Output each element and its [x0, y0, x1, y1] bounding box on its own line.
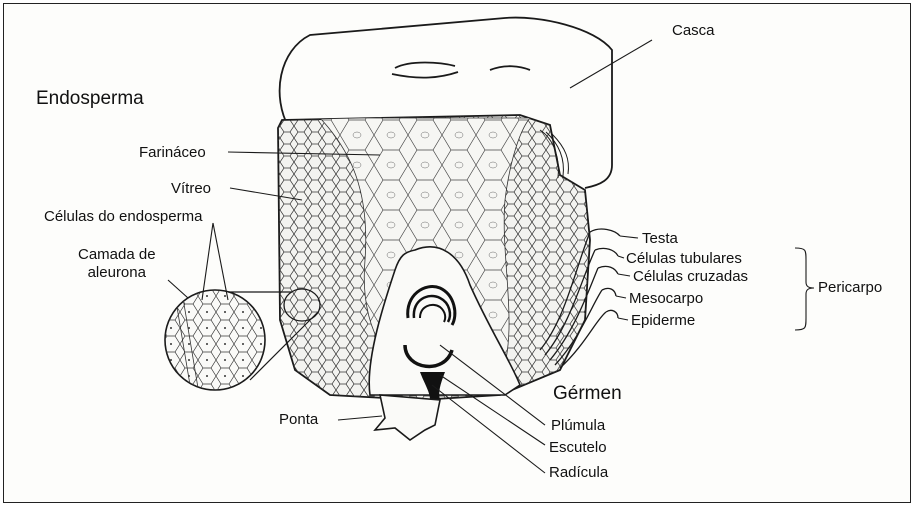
- leader-aleurona: [168, 280, 188, 298]
- leader-epiderme: [618, 318, 628, 320]
- label-endosperma: Endosperma: [36, 88, 144, 110]
- label-escutelo: Escutelo: [549, 439, 607, 457]
- label-casca: Casca: [672, 22, 715, 40]
- leader-tubulares: [618, 256, 624, 258]
- leader-radicula: [432, 385, 545, 473]
- leader-ponta: [338, 416, 382, 420]
- label-farinaceo: Farináceo: [139, 144, 206, 162]
- label-vitreo: Vítreo: [171, 180, 211, 198]
- leader-mesocarpo: [616, 296, 626, 298]
- label-germen: Gérmen: [553, 383, 622, 405]
- label-celulas-endosperma: Células do endosperma: [44, 208, 202, 226]
- leader-celulas-endosperma: [202, 223, 228, 300]
- label-epiderme: Epiderme: [631, 312, 695, 330]
- label-plumula: Plúmula: [551, 417, 605, 435]
- label-testa: Testa: [642, 230, 678, 248]
- pericarpo-brace: [795, 248, 814, 330]
- label-celulas-cruzadas: Células cruzadas: [633, 268, 748, 286]
- leader-cruzadas: [618, 274, 630, 276]
- leader-testa: [620, 236, 638, 238]
- label-camada-aleurona: Camada de aleurona: [78, 246, 156, 282]
- label-pericarpo: Pericarpo: [818, 279, 882, 297]
- label-mesocarpo: Mesocarpo: [629, 290, 703, 308]
- label-radicula: Radícula: [549, 464, 608, 482]
- leader-casca: [570, 40, 652, 88]
- label-ponta: Ponta: [279, 411, 318, 429]
- label-celulas-tubulares: Células tubulares: [626, 250, 742, 268]
